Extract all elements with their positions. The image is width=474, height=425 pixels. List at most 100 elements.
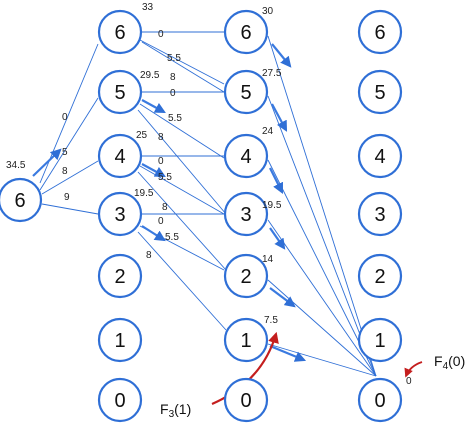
red-arrows <box>211 331 423 406</box>
weight-label: 0 <box>62 112 68 123</box>
state-node: 2 <box>97 253 143 299</box>
f3-arrow <box>211 331 279 406</box>
node-label: 2 <box>114 266 125 288</box>
node-value: 14 <box>262 254 274 265</box>
edge-weight-labels: 0 5 8 9 0 5.5 8 0 5.5 8 0 5.5 8 0 5.5 8 <box>62 29 182 261</box>
weight-label: 0 <box>158 29 164 40</box>
node-label: 6 <box>14 190 25 212</box>
node-circle <box>357 69 403 115</box>
weight-label: 8 <box>162 202 168 213</box>
node-value: 30 <box>262 6 274 17</box>
node-label: 3 <box>114 204 125 226</box>
node-value: 7.5 <box>264 315 278 326</box>
node-circle <box>223 317 269 363</box>
node-circle <box>97 377 143 423</box>
node-circle <box>0 177 43 223</box>
node-circle <box>223 69 269 115</box>
node-label: 6 <box>114 22 125 44</box>
weight-label: 8 <box>62 166 68 177</box>
state-node: 6 <box>0 177 43 223</box>
edge-6-to-5 <box>39 97 99 191</box>
state-node: 1 <box>97 317 143 363</box>
node-value: 34.5 <box>6 160 26 171</box>
node-circle <box>357 377 403 423</box>
edge-6-to-3 <box>41 203 99 215</box>
node-label: 0 <box>114 390 125 412</box>
node-circle <box>357 133 403 179</box>
node-circle <box>97 69 143 115</box>
node-circle <box>223 9 269 55</box>
edges-col2-bold <box>269 43 307 362</box>
nodes-layer: 6 6 5 4 3 2 1 0 6 5 4 3 2 1 0 6 5 4 3 2 1 0 <box>0 9 403 423</box>
svg-text:F4(0): F4(0) <box>434 353 465 372</box>
node-value: 27.5 <box>262 68 282 79</box>
weight-label: 9 <box>64 192 70 203</box>
state-node: 1 <box>357 317 403 363</box>
state-node: 6 <box>357 9 403 55</box>
node-label: 3 <box>240 204 251 226</box>
weight-label: 0 <box>170 88 176 99</box>
node-label: 1 <box>240 330 251 352</box>
state-node: 6 <box>223 9 269 55</box>
node-label: 5 <box>240 82 251 104</box>
node-circle <box>357 9 403 55</box>
node-circle <box>357 191 403 237</box>
node-value: 19.5 <box>134 188 154 199</box>
node-label: 1 <box>374 330 385 352</box>
node-circle <box>223 191 269 237</box>
weight-label: 5.5 <box>167 53 181 64</box>
node-circle <box>97 9 143 55</box>
node-value: 19.5 <box>262 200 282 211</box>
node-circle <box>223 377 269 423</box>
state-node: 4 <box>97 133 143 179</box>
state-node: 0 <box>357 377 403 423</box>
weight-label: 8 <box>146 250 152 261</box>
node-label: 5 <box>114 82 125 104</box>
node-label: 0 <box>374 390 385 412</box>
weight-label: 0 <box>158 216 164 227</box>
state-node: 5 <box>223 69 269 115</box>
node-circle <box>357 253 403 299</box>
weight-label: 5.5 <box>165 232 179 243</box>
weight-label: 8 <box>158 132 164 143</box>
state-node: 5 <box>357 69 403 115</box>
node-label: 2 <box>374 266 385 288</box>
state-node: 1 <box>223 317 269 363</box>
node-label: 4 <box>240 146 251 168</box>
node-circle <box>223 253 269 299</box>
weight-label: 0 <box>158 156 164 167</box>
node-label: 4 <box>114 146 125 168</box>
state-node: 3 <box>357 191 403 237</box>
state-node: 0 <box>97 377 143 423</box>
node-label: 5 <box>374 82 385 104</box>
node-value: 24 <box>262 126 274 137</box>
node-label: 6 <box>240 22 251 44</box>
node-value: 33 <box>142 2 154 13</box>
f3-annotation: F3(1) <box>160 401 191 420</box>
node-values: 34.5 33 29.5 25 19.5 30 27.5 24 19.5 14 … <box>6 2 412 387</box>
node-label: 6 <box>374 22 385 44</box>
node-value: 29.5 <box>140 70 160 81</box>
node-label: 1 <box>114 330 125 352</box>
edge-6-to-4 <box>41 160 99 195</box>
state-node: 3 <box>97 191 143 237</box>
f4-arrow <box>404 361 423 378</box>
state-node: 5 <box>97 69 143 115</box>
weight-label: 5.5 <box>168 113 182 124</box>
state-node: 4 <box>357 133 403 179</box>
node-circle <box>97 191 143 237</box>
node-value: 0 <box>406 376 412 387</box>
state-node: 2 <box>223 253 269 299</box>
svg-text:F3(1): F3(1) <box>160 401 191 420</box>
weight-label: 5 <box>62 147 68 158</box>
node-circle <box>223 133 269 179</box>
node-label: 0 <box>240 390 251 412</box>
node-circle <box>97 133 143 179</box>
node-label: 4 <box>374 146 385 168</box>
node-circle <box>97 317 143 363</box>
node-label: 3 <box>374 204 385 226</box>
node-circle <box>97 253 143 299</box>
edges-col0-col1 <box>39 43 99 215</box>
